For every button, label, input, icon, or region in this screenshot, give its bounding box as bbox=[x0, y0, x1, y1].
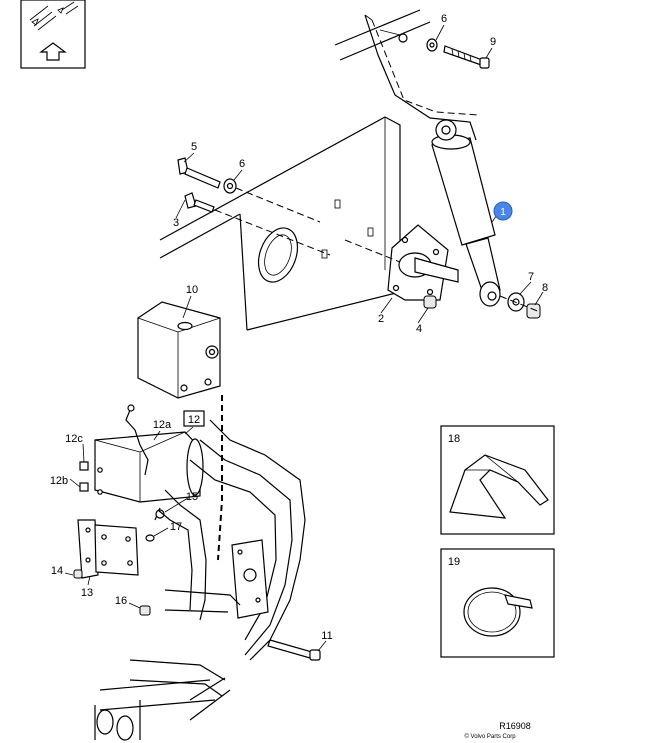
callout-17: 17 bbox=[170, 521, 182, 533]
lower-nut-assembly bbox=[423, 292, 541, 319]
orientation-icon bbox=[20, 0, 86, 69]
callout-14: 14 bbox=[51, 565, 63, 577]
callout-12b: 12b bbox=[50, 475, 68, 487]
detail-box-18 bbox=[440, 425, 555, 535]
leader-lines bbox=[64, 24, 544, 652]
callout-12a: 12a bbox=[153, 419, 172, 431]
copyright-text: © Volvo Parts Corp bbox=[464, 733, 516, 740]
callout-3: 3 bbox=[173, 217, 179, 229]
bumper-structure bbox=[94, 395, 306, 741]
left-bolt-assembly bbox=[177, 157, 401, 263]
callout-5: 5 bbox=[191, 141, 197, 153]
callout-7: 7 bbox=[528, 271, 534, 283]
detail-box-19 bbox=[440, 548, 555, 658]
lower-mount-bracket bbox=[387, 224, 459, 301]
pump-motor bbox=[79, 404, 204, 503]
screw-and-nut bbox=[139, 605, 321, 661]
callout-1: 1 bbox=[500, 207, 506, 218]
callout-1-highlight bbox=[493, 201, 513, 221]
upper-bolt-assembly bbox=[398, 33, 490, 69]
callout-8: 8 bbox=[542, 282, 548, 294]
reference-number: R16908 bbox=[499, 721, 531, 731]
callout-11: 11 bbox=[321, 630, 332, 642]
callout-12: 12 bbox=[188, 414, 200, 426]
callout-12c: 12c bbox=[65, 433, 83, 445]
mounting-plates bbox=[73, 507, 165, 579]
callout-2: 2 bbox=[378, 313, 384, 325]
callout-9: 9 bbox=[490, 36, 496, 48]
chassis-frame bbox=[159, 9, 431, 331]
callout-4: 4 bbox=[416, 323, 422, 335]
reservoir-pump bbox=[137, 301, 221, 399]
callout-13: 13 bbox=[81, 587, 93, 599]
callout-6-top: 6 bbox=[441, 13, 447, 25]
callout-16: 16 bbox=[115, 595, 127, 607]
callout-12-box bbox=[183, 410, 205, 427]
shock-absorber bbox=[431, 119, 501, 307]
upper-shock-bracket bbox=[364, 14, 479, 141]
callout-10: 10 bbox=[186, 284, 198, 296]
callout-19: 19 bbox=[448, 556, 460, 568]
callout-15: 15 bbox=[186, 491, 198, 503]
callout-18: 18 bbox=[448, 433, 460, 445]
callout-6-left: 6 bbox=[239, 158, 245, 170]
